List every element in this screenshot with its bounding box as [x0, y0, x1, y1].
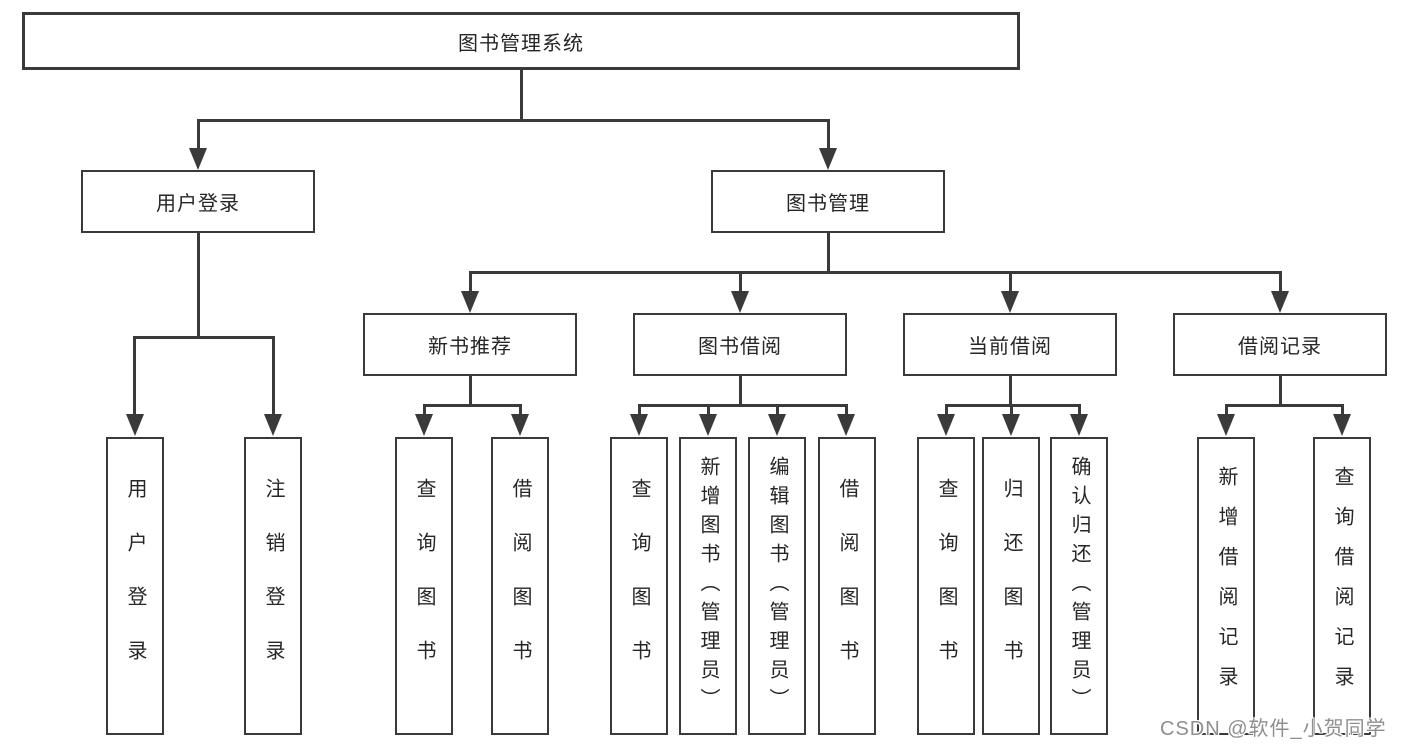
connector-vline: [520, 70, 523, 120]
leaf-edit-book-admin: 编辑图书（管理员）: [748, 437, 806, 735]
connector-vline: [827, 233, 830, 273]
connector-vline: [739, 376, 742, 406]
leaf-query-books-newbook: 查询图书: [395, 437, 453, 735]
connector-hline: [469, 271, 1281, 274]
leaf-query-books-borrow-label: 查询图书: [628, 478, 650, 694]
leaf-query-books-current: 查询图书: [917, 437, 975, 735]
node-user-login-label: 用户登录: [156, 193, 240, 215]
leaf-return-books: 归还图书: [982, 437, 1040, 735]
leaf-query-books-borrow: 查询图书: [610, 437, 668, 735]
node-book-borrowing: 图书借阅: [633, 313, 847, 376]
leaf-query-borrow-record-label: 查询借阅记录: [1331, 466, 1353, 706]
arrow-down-icon: [819, 148, 837, 170]
connector-vline: [197, 233, 200, 337]
connector-hline: [134, 336, 273, 339]
arrow-down-icon: [1217, 414, 1235, 436]
leaf-add-borrow-record-label: 新增借阅记录: [1215, 466, 1237, 706]
arrow-down-icon: [1002, 414, 1020, 436]
arrow-down-icon: [264, 414, 282, 436]
arrow-down-icon: [511, 414, 529, 436]
arrow-down-icon: [189, 148, 207, 170]
connector-vline: [845, 404, 848, 416]
node-new-book-recommend-label: 新书推荐: [428, 336, 512, 358]
connector-vline: [133, 336, 136, 416]
arrow-down-icon: [1333, 414, 1351, 436]
arrow-down-icon: [699, 414, 717, 436]
leaf-user-login-label: 用户登录: [124, 478, 146, 694]
arrow-down-icon: [1070, 414, 1088, 436]
connector-vline: [1078, 404, 1081, 416]
leaf-logout: 注销登录: [244, 437, 302, 735]
connector-vline: [1009, 376, 1012, 406]
arrow-down-icon: [731, 291, 749, 313]
leaf-return-books-label: 归还图书: [1000, 478, 1022, 694]
connector-vline: [945, 404, 948, 416]
node-root-label: 图书管理系统: [458, 32, 584, 55]
connector-vline: [638, 404, 641, 416]
leaf-borrow-books-label: 借阅图书: [836, 478, 858, 694]
arrow-down-icon: [461, 291, 479, 313]
leaf-add-book-admin: 新增图书（管理员）: [679, 437, 737, 735]
connector-vline: [707, 404, 710, 416]
connector-vline: [776, 404, 779, 416]
node-book-management-label: 图书管理: [786, 193, 870, 215]
connector-hline: [638, 404, 847, 407]
arrow-down-icon: [937, 414, 955, 436]
leaf-borrow-books-newbook: 借阅图书: [491, 437, 549, 735]
arrow-down-icon: [415, 414, 433, 436]
node-borrow-records-label: 借阅记录: [1238, 336, 1322, 358]
connector-vline: [469, 271, 472, 293]
connector-hline: [1225, 404, 1342, 407]
node-book-management: 图书管理: [711, 170, 945, 233]
connector-vline: [1225, 404, 1228, 416]
arrow-down-icon: [630, 414, 648, 436]
leaf-borrow-books-newbook-label: 借阅图书: [509, 478, 531, 694]
leaf-query-books-current-label: 查询图书: [935, 478, 957, 694]
connector-hline: [197, 119, 829, 122]
leaf-user-login: 用户登录: [106, 437, 164, 735]
connector-vline: [519, 404, 522, 416]
watermark-text: CSDN @软件_小贺同学: [1160, 718, 1387, 740]
node-current-borrowing: 当前借阅: [903, 313, 1117, 376]
connector-vline: [1009, 271, 1012, 293]
leaf-query-books-newbook-label: 查询图书: [413, 478, 435, 694]
connector-vline: [827, 119, 830, 150]
connector-vline: [1279, 376, 1282, 406]
leaf-add-book-admin-label: 新增图书（管理员）: [697, 455, 719, 717]
connector-vline: [1341, 404, 1344, 416]
leaf-edit-book-admin-label: 编辑图书（管理员）: [766, 455, 788, 717]
node-borrow-records: 借阅记录: [1173, 313, 1387, 376]
connector-vline: [423, 404, 426, 416]
connector-vline: [469, 376, 472, 406]
connector-vline: [1279, 271, 1282, 293]
leaf-query-borrow-record: 查询借阅记录: [1313, 437, 1371, 735]
connector-hline: [423, 404, 521, 407]
connector-vline: [272, 336, 275, 416]
connector-vline: [739, 271, 742, 293]
node-root-system: 图书管理系统: [22, 12, 1020, 70]
arrow-down-icon: [1001, 291, 1019, 313]
leaf-confirm-return-admin: 确认归还（管理员）: [1050, 437, 1108, 735]
node-new-book-recommend: 新书推荐: [363, 313, 577, 376]
leaf-borrow-books: 借阅图书: [818, 437, 876, 735]
leaf-confirm-return-admin-label: 确认归还（管理员）: [1068, 455, 1090, 717]
leaf-logout-label: 注销登录: [262, 478, 284, 694]
node-current-borrowing-label: 当前借阅: [968, 336, 1052, 358]
connector-vline: [197, 119, 200, 150]
connector-vline: [1010, 404, 1013, 416]
leaf-add-borrow-record: 新增借阅记录: [1197, 437, 1255, 735]
arrow-down-icon: [126, 414, 144, 436]
arrow-down-icon: [1271, 291, 1289, 313]
node-book-borrowing-label: 图书借阅: [698, 336, 782, 358]
arrow-down-icon: [768, 414, 786, 436]
arrow-down-icon: [837, 414, 855, 436]
node-user-login: 用户登录: [81, 170, 315, 233]
